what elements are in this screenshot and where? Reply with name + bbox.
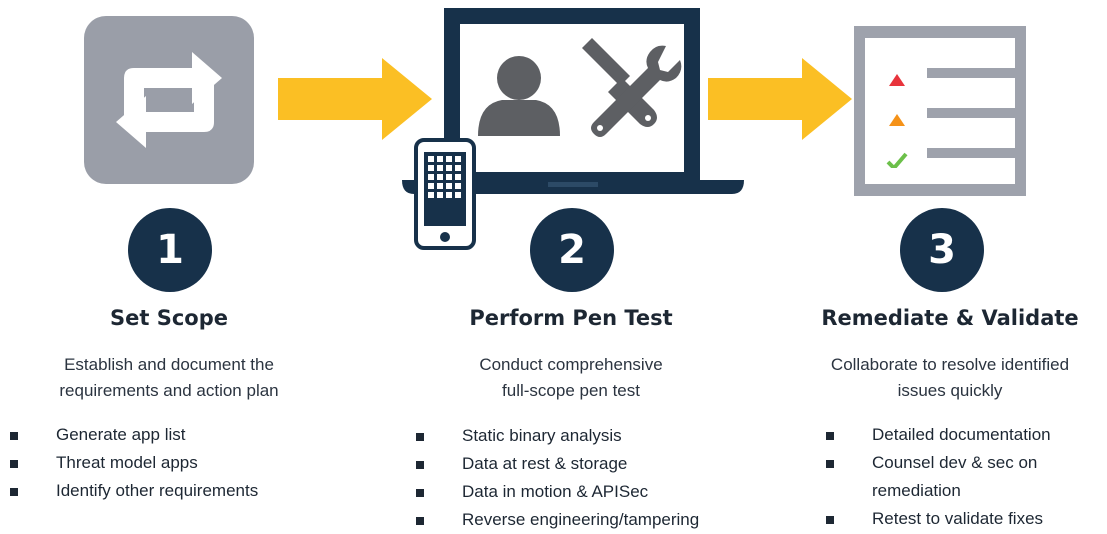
step-1-number: 1 xyxy=(128,208,212,292)
bullet-square-icon xyxy=(10,488,18,496)
step-3-description-line: Collaborate to resolve identified xyxy=(830,355,1070,374)
list-item: Counsel dev & sec on xyxy=(826,449,1051,477)
step-3-title: Remediate & Validate xyxy=(821,306,1079,330)
checklist-line xyxy=(927,68,1015,78)
list-item: Reverse engineering/tampering xyxy=(416,506,699,534)
bullet-square-icon xyxy=(10,460,18,468)
tools-icon xyxy=(582,38,682,137)
step-3-description-line: issues quickly xyxy=(897,381,1003,400)
step-1-description-line: requirements and action plan xyxy=(59,381,279,400)
green-check-icon xyxy=(886,152,908,168)
bullet-square-icon xyxy=(10,432,18,440)
list-item-text: Identify other requirements xyxy=(56,481,259,500)
checklist-page xyxy=(865,38,1015,184)
checklist-line xyxy=(927,148,1015,158)
list-item: remediation xyxy=(826,477,1051,505)
step-2-description-line: Conduct comprehensive xyxy=(479,355,663,374)
bullet-square-icon xyxy=(826,516,834,524)
list-item: Data in motion & APISec xyxy=(416,478,699,506)
bullet-square-icon xyxy=(416,433,424,441)
list-item-text: Reverse engineering/tampering xyxy=(462,510,700,529)
bullet-square-icon xyxy=(826,460,834,468)
step-1-description-line: Establish and document the xyxy=(64,355,274,374)
person-icon xyxy=(478,56,560,136)
step-2-bullet-list: Static binary analysis Data at rest & st… xyxy=(416,422,699,534)
step-3-bullet-list: Detailed documentation Counsel dev & sec… xyxy=(826,421,1051,533)
list-item-text: Detailed documentation xyxy=(872,425,1051,444)
refresh-cycle-icon xyxy=(84,16,254,184)
refresh-arrows-graphic xyxy=(116,52,222,148)
laptop-person-tools-phone-icon xyxy=(402,8,744,250)
flow-arrow-2-to-3 xyxy=(708,58,852,140)
step-3-number: 3 xyxy=(900,208,984,292)
step-1-description: Establish and document the requirements … xyxy=(0,352,338,404)
list-item: Data at rest & storage xyxy=(416,450,699,478)
list-item-text: remediation xyxy=(872,481,961,500)
list-item-text: Data in motion & APISec xyxy=(462,482,649,501)
list-item-text: Data at rest & storage xyxy=(462,454,628,473)
list-item-text: Threat model apps xyxy=(56,453,198,472)
red-triangle-icon xyxy=(889,74,905,86)
step-1-title: Set Scope xyxy=(110,306,228,330)
list-item: Retest to validate fixes xyxy=(826,505,1051,533)
list-item: Detailed documentation xyxy=(826,421,1051,449)
flow-arrow-1-to-2 xyxy=(278,58,432,140)
list-item-text: Counsel dev & sec on xyxy=(872,453,1038,472)
checklist-document-icon xyxy=(854,26,1026,196)
list-item: Threat model apps xyxy=(10,449,258,477)
orange-triangle-icon xyxy=(889,114,905,126)
bullet-square-icon xyxy=(826,432,834,440)
bullet-square-icon xyxy=(416,461,424,469)
list-item: Static binary analysis xyxy=(416,422,699,450)
list-item-text: Generate app list xyxy=(56,425,186,444)
step-2-description: Conduct comprehensive full-scope pen tes… xyxy=(402,352,740,404)
step-2-title: Perform Pen Test xyxy=(469,306,673,330)
list-item-text: Static binary analysis xyxy=(462,426,622,445)
checklist-markers xyxy=(886,74,908,168)
step-2-number: 2 xyxy=(530,208,614,292)
bullet-square-icon xyxy=(416,489,424,497)
bullet-square-icon xyxy=(416,517,424,525)
list-item-text: Retest to validate fixes xyxy=(872,509,1044,528)
step-2-description-line: full-scope pen test xyxy=(502,381,640,400)
step-3-description: Collaborate to resolve identified issues… xyxy=(800,352,1100,404)
list-item: Generate app list xyxy=(10,421,258,449)
checklist-line xyxy=(927,108,1015,118)
step-1-bullet-list: Generate app list Threat model apps Iden… xyxy=(10,421,258,505)
phone-icon xyxy=(414,138,476,250)
list-item: Identify other requirements xyxy=(10,477,258,505)
